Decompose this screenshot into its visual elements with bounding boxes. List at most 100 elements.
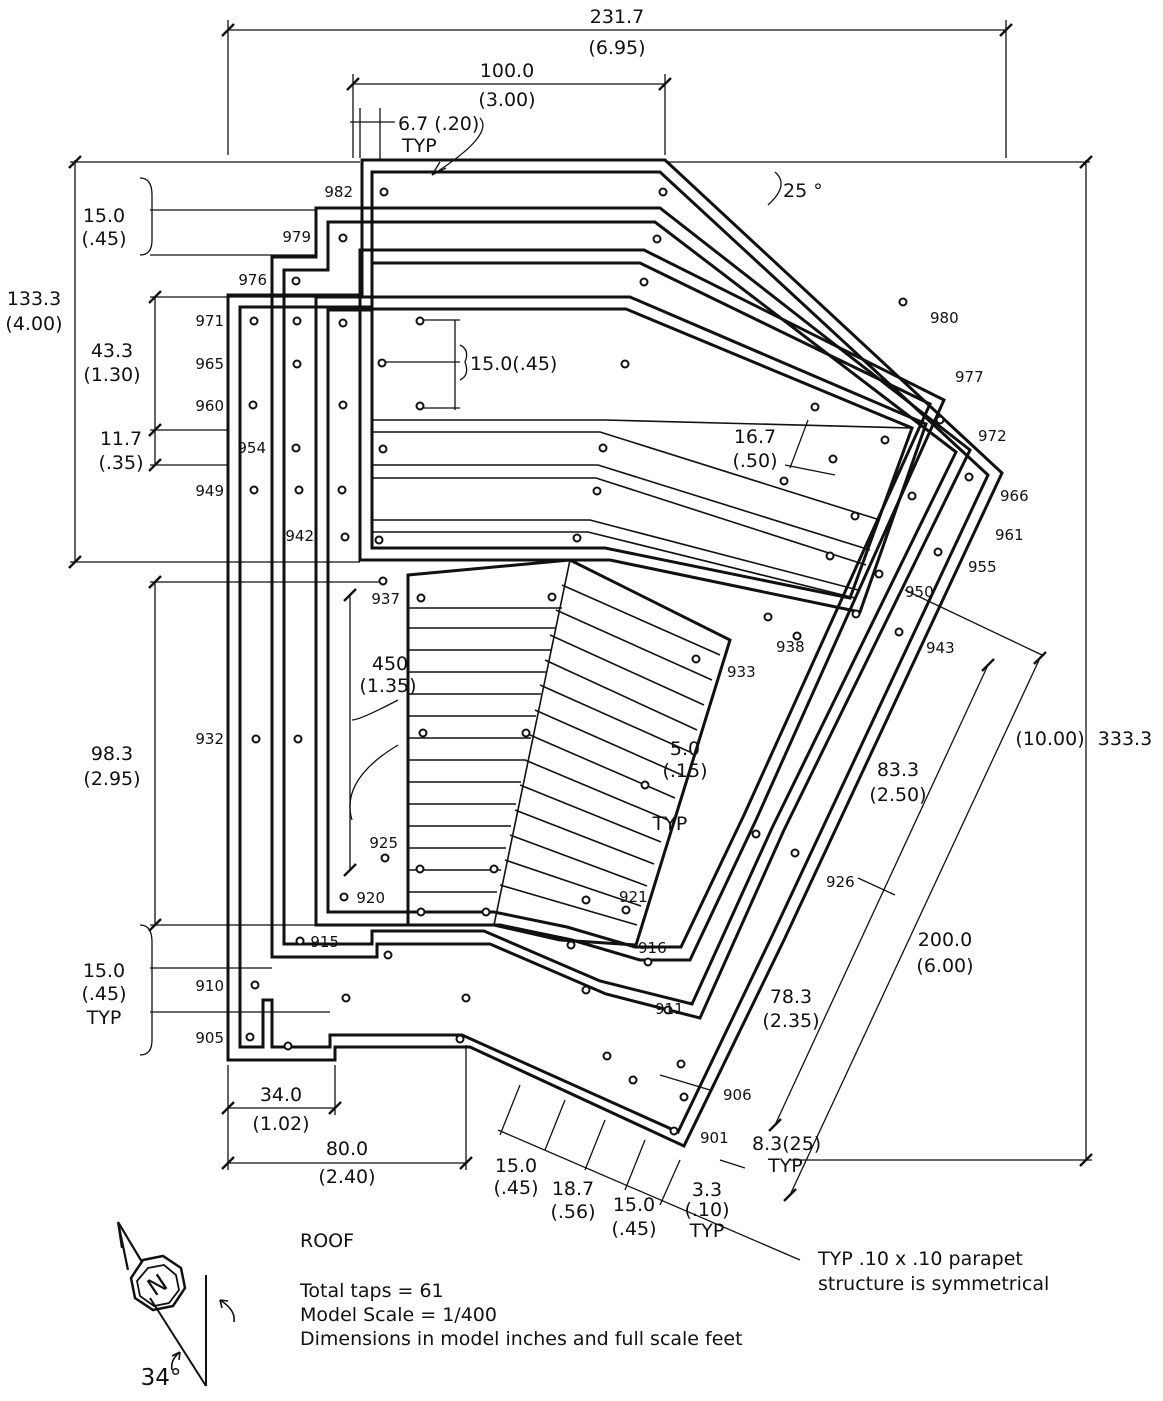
tap-label: 911 bbox=[655, 1000, 684, 1018]
plate-strip-line-4 bbox=[372, 477, 867, 566]
dim-bottom-34: 34.0 bbox=[260, 1084, 302, 1106]
plate-strip-line-1 bbox=[372, 419, 913, 429]
roof-ring-3-inner bbox=[326, 261, 932, 949]
north-arrow-head-icon bbox=[116, 1221, 143, 1271]
north-octagon-icon bbox=[129, 1254, 187, 1312]
tap-label: 960 bbox=[195, 397, 224, 415]
dim-bottom-3-model: (.10) bbox=[684, 1199, 729, 1221]
tap-number-labels: 982 979 976 971 965 960 954 949 942 937 … bbox=[195, 183, 1028, 1147]
tap-label: 954 bbox=[237, 439, 266, 457]
dim-top-inner-model: (3.00) bbox=[478, 89, 535, 111]
dim-angle-25: 25 ° bbox=[783, 180, 823, 202]
tap-label: 979 bbox=[282, 228, 311, 246]
angle-arc-arrow bbox=[170, 1351, 181, 1371]
dim-bottom-15b: 15.0 bbox=[613, 1194, 655, 1216]
dim-typ-small: 6.7 (.20) bbox=[398, 113, 479, 135]
dim-bottom-3: 3.3 bbox=[692, 1179, 722, 1201]
tap-label: 910 bbox=[195, 977, 224, 995]
tap-label: 942 bbox=[285, 527, 314, 545]
model-scale-note: Model Scale = 1/400 bbox=[300, 1304, 497, 1326]
dim-bottom-80-model: (2.40) bbox=[318, 1166, 375, 1188]
units-note: Dimensions in model inches and full scal… bbox=[300, 1328, 743, 1350]
tap-label: 920 bbox=[356, 889, 385, 907]
dim-typ-small-label: TYP bbox=[401, 135, 437, 157]
dim-left-11: 11.7 bbox=[100, 428, 142, 450]
tap-label: 925 bbox=[369, 834, 398, 852]
dim-left-43: 43.3 bbox=[91, 340, 133, 362]
tap-label: 906 bbox=[723, 1086, 752, 1104]
plate-strip-line-3 bbox=[372, 464, 871, 551]
dim-top-width-model: (6.95) bbox=[588, 37, 645, 59]
dim-left-98: 98.3 bbox=[91, 743, 133, 765]
dim-bottom-80: 80.0 bbox=[326, 1138, 368, 1160]
tap-label: 980 bbox=[930, 309, 959, 327]
dim-450: 450 bbox=[372, 653, 408, 675]
tap-label: 976 bbox=[238, 271, 267, 289]
dim-bottom-18: 18.7 bbox=[552, 1178, 594, 1200]
angle-arc-arrow-right bbox=[219, 1299, 236, 1323]
roof-ring-2-outer bbox=[270, 206, 972, 1020]
dim-right-10: (10.00) bbox=[1015, 728, 1084, 750]
tap-label: 937 bbox=[371, 590, 400, 608]
north-angle-label: 34° bbox=[141, 1365, 182, 1391]
symmetry-note: structure is symmetrical bbox=[818, 1273, 1049, 1295]
tap-label: 905 bbox=[195, 1029, 224, 1047]
dim-left-15: 15.0 bbox=[83, 205, 125, 227]
dim-16: 16.7 bbox=[734, 426, 776, 448]
north-arrow: N 34° bbox=[116, 1221, 236, 1391]
tap-label: 972 bbox=[978, 427, 1007, 445]
pressure-taps bbox=[245, 187, 974, 1136]
plate-strip-line-5 bbox=[372, 519, 859, 591]
plate-strip-line-6 bbox=[372, 531, 856, 599]
dim-right-333: 333.3 bbox=[1098, 728, 1152, 750]
roof-ring-1-inner bbox=[238, 170, 990, 1134]
dim-16-model: (.50) bbox=[732, 450, 777, 472]
roof-title: ROOF bbox=[300, 1230, 354, 1252]
tap-label: 977 bbox=[955, 368, 984, 386]
tap-label: 938 bbox=[776, 638, 805, 656]
dim-top-width: 231.7 bbox=[590, 6, 644, 28]
drawing-notes: ROOF Total taps = 61 Model Scale = 1/400… bbox=[299, 1230, 1049, 1350]
dim-bottom-8-typ: TYP bbox=[767, 1155, 803, 1177]
fan-strip-lines bbox=[408, 559, 721, 926]
tap-label: 932 bbox=[195, 730, 224, 748]
tap-label: 955 bbox=[968, 558, 997, 576]
dim-left-15-typ: 15.0 bbox=[83, 960, 125, 982]
tap-label: 916 bbox=[638, 939, 667, 957]
dim-bottom-15b-model: (.45) bbox=[611, 1218, 656, 1240]
dim-bottom-15a: 15.0 bbox=[495, 1155, 537, 1177]
dim-bottom-15a-model: (.45) bbox=[493, 1177, 538, 1199]
dim-right-83-model: (2.50) bbox=[869, 784, 926, 806]
tap-label: 915 bbox=[310, 933, 339, 951]
plate-strip-line-2 bbox=[372, 431, 881, 521]
dimension-lines bbox=[68, 20, 1093, 1261]
dim-bottom-3-typ: TYP bbox=[689, 1220, 725, 1242]
dim-right-200: 200.0 bbox=[918, 929, 972, 951]
tap-label: 949 bbox=[195, 482, 224, 500]
north-axis-line bbox=[149, 1297, 207, 1387]
dim-5: 5.0 bbox=[670, 738, 700, 760]
dim-top-inner: 100.0 bbox=[480, 60, 534, 82]
tap-label: 933 bbox=[727, 663, 756, 681]
dim-bottom-18-model: (.56) bbox=[550, 1201, 595, 1223]
inner-fan-outline bbox=[406, 558, 732, 947]
roof-ring-1-outer bbox=[226, 158, 1004, 1148]
tap-label: 971 bbox=[195, 312, 224, 330]
dim-right-78-model: (2.35) bbox=[762, 1010, 819, 1032]
tap-label: 901 bbox=[700, 1129, 729, 1147]
dim-left-15-model: (.45) bbox=[81, 228, 126, 250]
tap-label: 943 bbox=[926, 639, 955, 657]
dim-right-200-model: (6.00) bbox=[916, 955, 973, 977]
dim-center-15: 15.0(.45) bbox=[470, 353, 557, 375]
dimension-labels: 231.7 (6.95) 100.0 (3.00) 6.7 (.20) TYP … bbox=[5, 6, 1152, 1242]
total-taps-note: Total taps = 61 bbox=[299, 1280, 444, 1302]
parapet-note: TYP .10 x .10 parapet bbox=[817, 1248, 1023, 1270]
dim-left-133-model: (4.00) bbox=[5, 313, 62, 335]
tap-label: 961 bbox=[995, 526, 1024, 544]
tap-label: 965 bbox=[195, 355, 224, 373]
dim-left-15-typ-label: TYP bbox=[86, 1007, 122, 1029]
dim-5-typ: TYP bbox=[652, 813, 688, 835]
dim-bottom-8: 8.3(25) bbox=[752, 1133, 821, 1155]
dim-5-model: (.15) bbox=[662, 760, 707, 782]
